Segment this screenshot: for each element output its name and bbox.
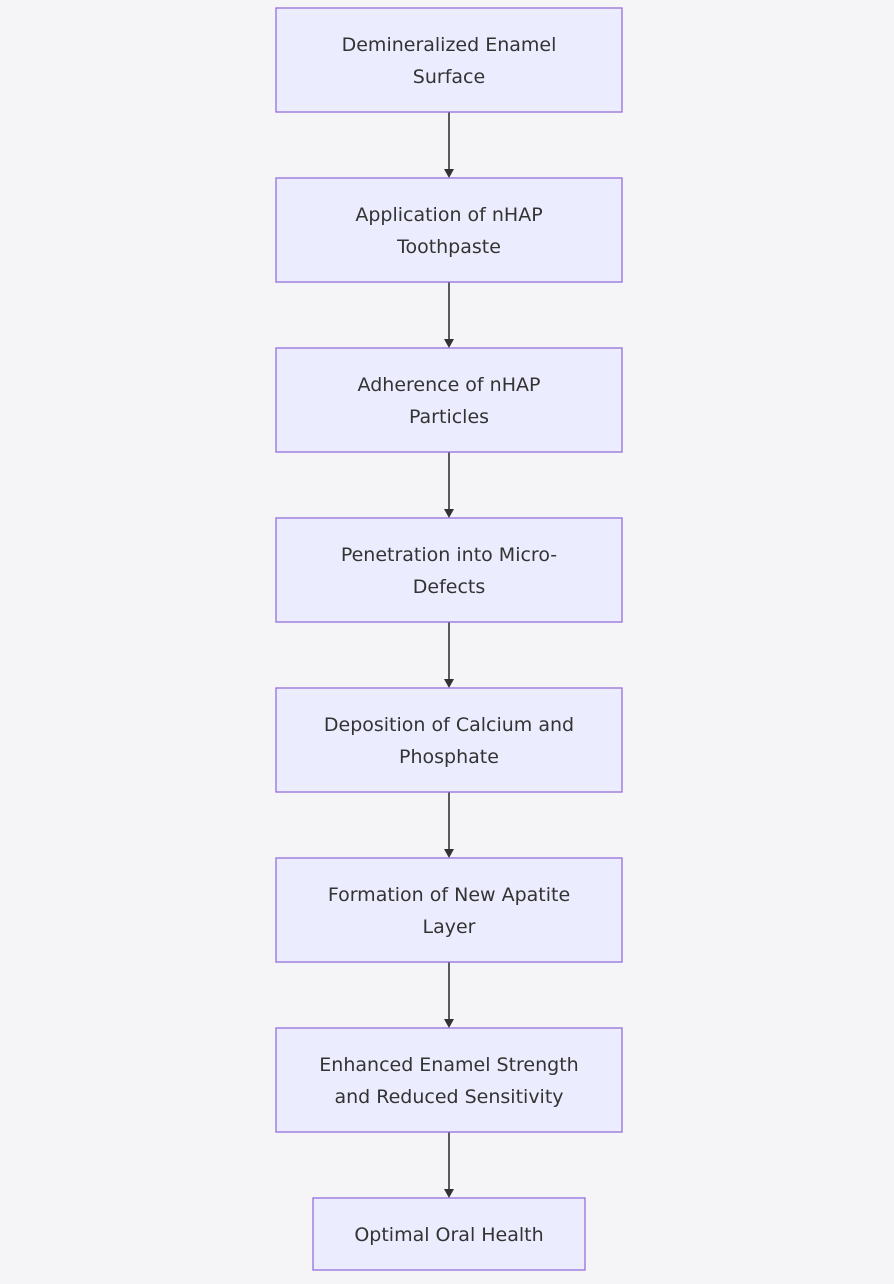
node-label-line: and Reduced Sensitivity	[334, 1086, 563, 1108]
edges-layer	[444, 112, 454, 1198]
node-label-line: Toothpaste	[396, 236, 501, 258]
node-box	[275, 857, 623, 963]
node-box	[275, 1027, 623, 1133]
node-label-line: Defects	[413, 576, 486, 598]
flow-arrow-n3-n4	[444, 452, 454, 518]
node-label-line: Layer	[423, 916, 476, 938]
node-box	[275, 347, 623, 453]
node-label-line: Demineralized Enamel	[342, 34, 557, 56]
node-label-line: Formation of New Apatite	[328, 884, 570, 906]
flow-arrow-n5-n6	[444, 792, 454, 858]
node-label-line: Optimal Oral Health	[354, 1224, 543, 1246]
arrow-head	[444, 679, 454, 688]
arrow-head	[444, 1189, 454, 1198]
node-box	[312, 1197, 586, 1271]
node-box	[275, 177, 623, 283]
node-label-line: Surface	[413, 66, 485, 88]
node-box	[275, 517, 623, 623]
flow-node-n4: Penetration into Micro- Defects	[275, 517, 623, 623]
arrow-head	[444, 339, 454, 348]
node-label-line: Application of nHAP	[355, 204, 542, 226]
flow-node-n8: Optimal Oral Health	[312, 1197, 586, 1271]
flow-arrow-n4-n5	[444, 622, 454, 688]
flow-arrow-n1-n2	[444, 112, 454, 178]
arrow-head	[444, 1019, 454, 1028]
node-label-line: Phosphate	[399, 746, 499, 768]
flow-node-n3: Adherence of nHAP Particles	[275, 347, 623, 453]
node-label-line: Enhanced Enamel Strength	[319, 1054, 578, 1076]
node-label-line: Particles	[409, 406, 489, 428]
flow-node-n7: Enhanced Enamel Strength and Reduced Sens…	[275, 1027, 623, 1133]
flow-arrow-n7-n8	[444, 1132, 454, 1198]
arrow-head	[444, 169, 454, 178]
node-label-line: Penetration into Micro-	[341, 544, 557, 566]
flow-arrow-n2-n3	[444, 282, 454, 348]
arrow-head	[444, 849, 454, 858]
node-box	[275, 687, 623, 793]
flow-arrow-n6-n7	[444, 962, 454, 1028]
node-label-line: Deposition of Calcium and	[324, 714, 574, 736]
arrow-head	[444, 509, 454, 518]
node-label-line: Adherence of nHAP	[358, 374, 541, 396]
node-box	[275, 7, 623, 113]
flow-node-n2: Application of nHAP Toothpaste	[275, 177, 623, 283]
